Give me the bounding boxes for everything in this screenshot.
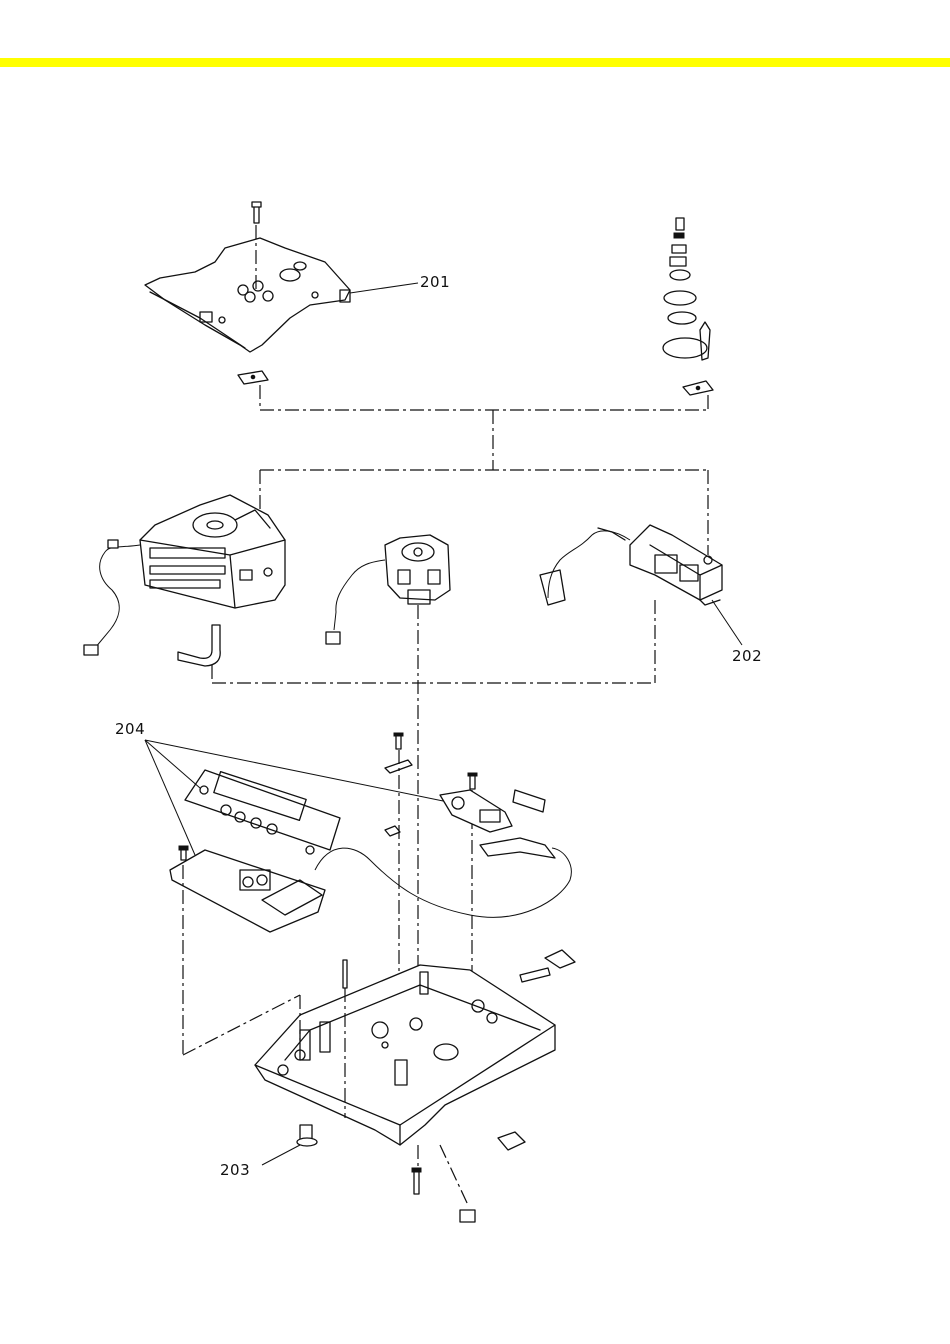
callout-leader-201 — [350, 283, 418, 293]
cd-mechanism — [84, 495, 285, 666]
spindle-stack — [663, 218, 713, 395]
callout-203: 203 — [220, 1161, 250, 1179]
motor-assembly-202 — [540, 525, 722, 605]
jack-bracket — [315, 790, 571, 917]
callout-202: 202 — [732, 647, 762, 665]
callout-leader-203 — [262, 1145, 300, 1165]
callout-leader-202 — [712, 600, 742, 645]
laser-pickup — [326, 535, 450, 644]
chassis-plate-201 — [145, 202, 350, 384]
callout-201: 201 — [420, 273, 450, 291]
callout-204: 204 — [115, 720, 145, 738]
assembly-chain-top — [260, 385, 708, 555]
bottom-cabinet — [255, 950, 575, 1222]
